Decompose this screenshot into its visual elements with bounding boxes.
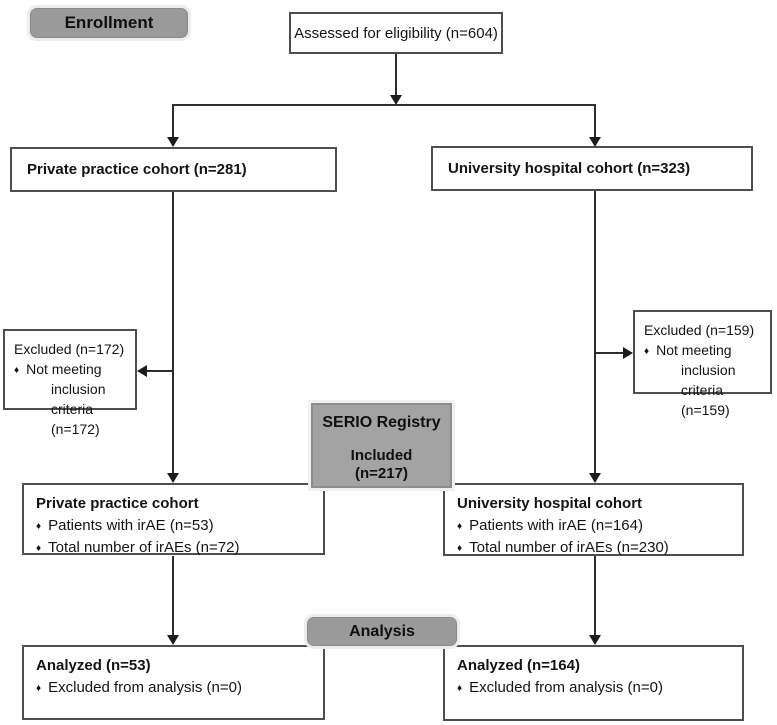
diamond-bullet-icon: ♦ bbox=[36, 683, 42, 694]
excluded-right-reason-wrap2: (n=159) bbox=[681, 401, 730, 418]
university-results-box: University hospital cohort ♦Patients wit… bbox=[443, 483, 744, 556]
results-to-analyzed-right-arrow bbox=[589, 556, 601, 645]
private-cohort-box: Private practice cohort (n=281) bbox=[10, 147, 337, 192]
analysis-stage-badge: Analysis bbox=[307, 617, 457, 646]
diamond-bullet-icon: ♦ bbox=[457, 543, 463, 554]
private-results-box: Private practice cohort ♦Patients with i… bbox=[22, 483, 325, 556]
serio-registry-title: SERIO Registry bbox=[322, 414, 441, 431]
university-cohort-box: University hospital cohort (n=323) bbox=[431, 146, 753, 191]
excluded-left-arrow bbox=[137, 365, 173, 377]
split-to-university-arrow bbox=[589, 104, 601, 147]
excluded-left-reason-wrap1: inclusion criteria bbox=[51, 380, 106, 417]
excluded-right-arrow bbox=[595, 347, 633, 359]
analyzed-left-box: Analyzed (n=53) ♦Excluded from analysis … bbox=[22, 645, 325, 720]
diamond-bullet-icon: ♦ bbox=[457, 683, 463, 694]
private-results-item-irae-total: ♦Total number of irAEs (n=72) bbox=[36, 539, 240, 556]
university-results-item-irae-patients: ♦Patients with irAE (n=164) bbox=[457, 517, 643, 534]
excluded-left-reason: ♦Not meeting bbox=[14, 360, 102, 377]
excluded-left-reason-wrap2: (n=172) bbox=[51, 420, 100, 437]
private-results-title: Private practice cohort bbox=[36, 495, 199, 512]
assessed-eligibility-box: Assessed for eligibility (n=604) bbox=[289, 12, 503, 54]
diamond-bullet-icon: ♦ bbox=[457, 521, 463, 532]
private-cohort-label: Private practice cohort (n=281) bbox=[27, 161, 247, 178]
diamond-bullet-icon: ♦ bbox=[14, 364, 20, 376]
excluded-left-title: Excluded (n=172) bbox=[14, 341, 125, 357]
excluded-right-reason: ♦Not meeting bbox=[644, 341, 732, 358]
excluded-right-title: Excluded (n=159) bbox=[644, 322, 755, 338]
serio-registry-box: SERIO Registry Included (n=217) bbox=[311, 403, 452, 488]
diamond-bullet-icon: ♦ bbox=[644, 345, 650, 357]
university-results-item-irae-total: ♦Total number of irAEs (n=230) bbox=[457, 539, 669, 556]
university-cohort-label: University hospital cohort (n=323) bbox=[448, 160, 691, 177]
serio-included-count: (n=217) bbox=[355, 465, 408, 482]
excluded-right-reason-wrap1: inclusion criteria bbox=[681, 361, 736, 398]
analyzed-left-item-excluded: ♦Excluded from analysis (n=0) bbox=[36, 679, 242, 696]
university-results-title: University hospital cohort bbox=[457, 495, 643, 512]
results-to-analyzed-left-arrow bbox=[167, 556, 179, 645]
excluded-right-box: Excluded (n=159) ♦Not meeting inclusion … bbox=[633, 310, 772, 418]
private-results-item-irae-patients: ♦Patients with irAE (n=53) bbox=[36, 517, 214, 534]
university-to-results-arrow bbox=[589, 191, 601, 483]
diamond-bullet-icon: ♦ bbox=[36, 543, 42, 554]
analyzed-left-title: Analyzed (n=53) bbox=[36, 657, 151, 674]
analyzed-right-box: Analyzed (n=164) ♦Excluded from analysis… bbox=[443, 645, 744, 721]
enrollment-stage-badge: Enrollment bbox=[30, 8, 188, 38]
excluded-left-box: Excluded (n=172) ♦Not meeting inclusion … bbox=[3, 329, 137, 437]
analyzed-right-title: Analyzed (n=164) bbox=[457, 657, 580, 674]
split-to-private-arrow bbox=[167, 104, 179, 147]
diamond-bullet-icon: ♦ bbox=[36, 521, 42, 532]
serio-included-label: Included bbox=[350, 447, 413, 464]
assessed-eligibility-label: Assessed for eligibility (n=604) bbox=[294, 24, 498, 42]
analyzed-right-item-excluded: ♦Excluded from analysis (n=0) bbox=[457, 679, 663, 696]
assessed-to-split-arrow bbox=[390, 54, 402, 105]
private-to-results-arrow bbox=[167, 192, 179, 483]
